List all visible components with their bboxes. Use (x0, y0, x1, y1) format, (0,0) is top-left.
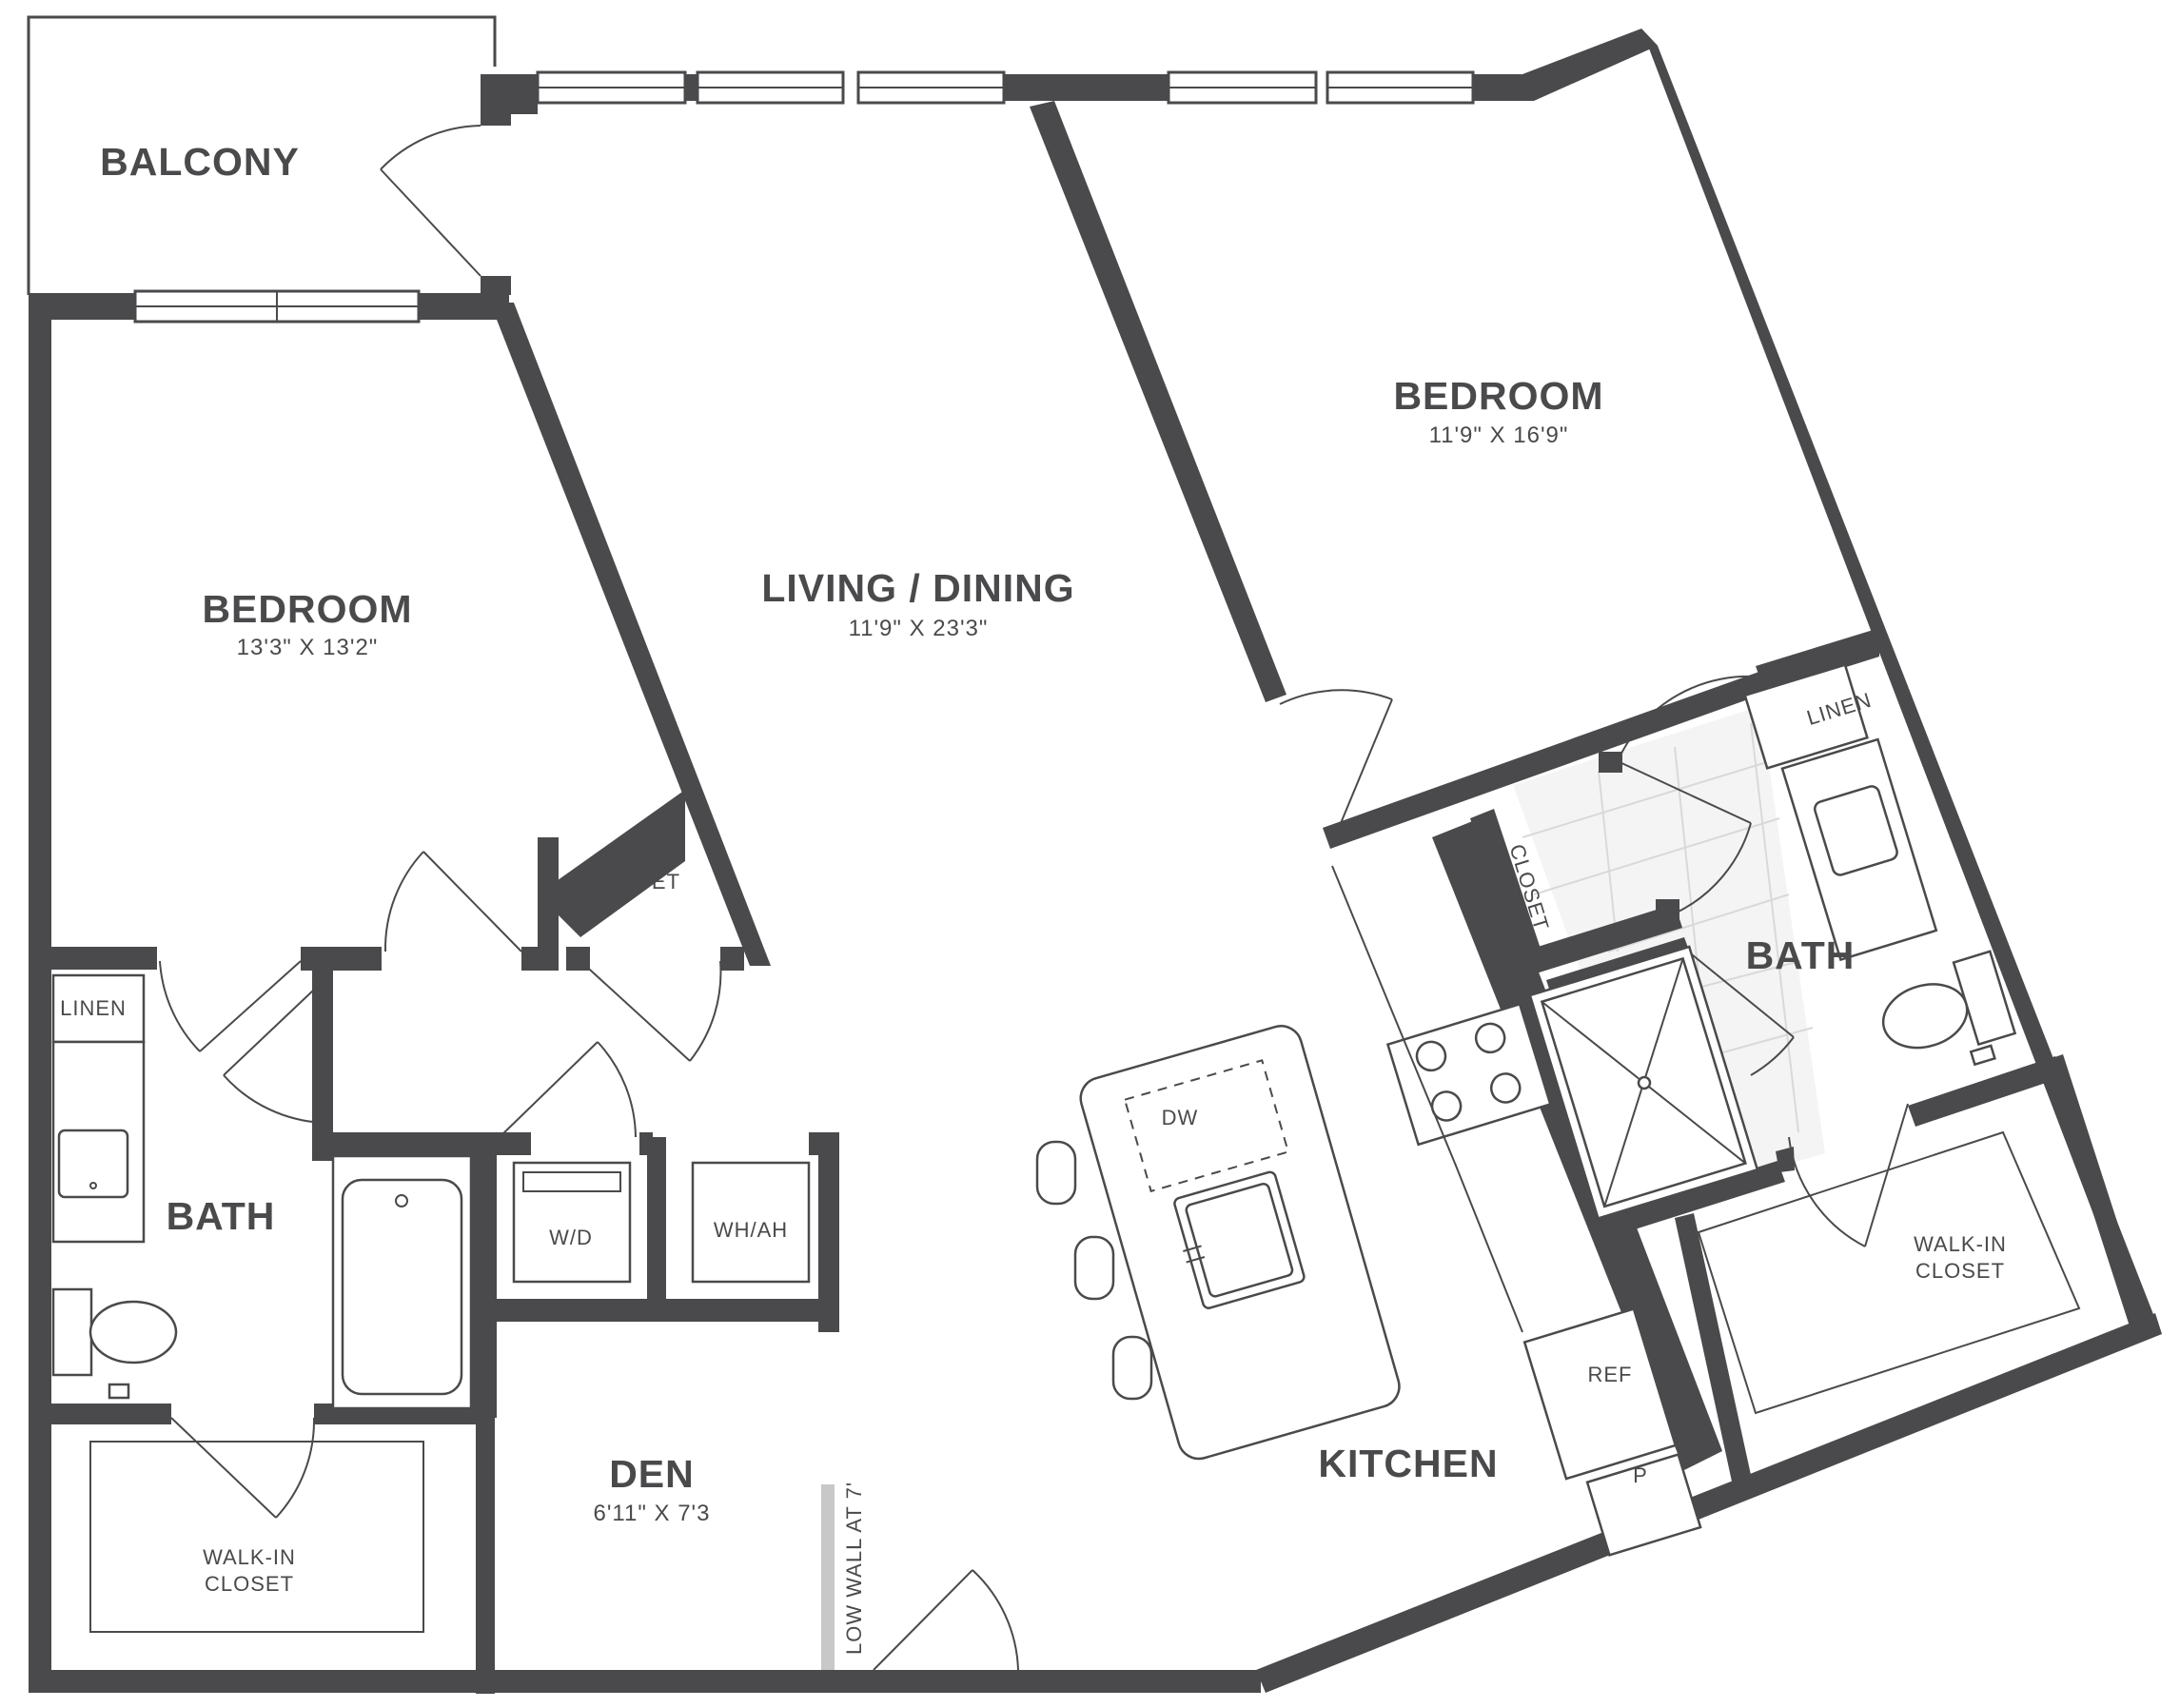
bedroom-right-label: BEDROOM (1393, 374, 1603, 418)
windows (133, 70, 1475, 324)
low-wall-label: LOW WALL AT 7' (842, 1482, 866, 1655)
washer-dryer-label: W/D (549, 1226, 593, 1249)
dishwasher-label: DW (1162, 1106, 1199, 1129)
closet-top-label: CLOSET (591, 870, 680, 893)
living-dining-label: LIVING / DINING (761, 566, 1074, 610)
bath-right-label: BATH (1746, 933, 1856, 977)
room-labels: BALCONY BEDROOM 13'3" X 13'2" LIVING / D… (100, 140, 2007, 1596)
living-dining-size: 11'9" X 23'3" (849, 616, 989, 641)
bedroom-right-size: 11'9" X 16'9" (1429, 422, 1569, 448)
refrigerator-label: REF (1588, 1363, 1633, 1386)
bath-left-label: BATH (167, 1194, 276, 1238)
kitchen-label: KITCHEN (1318, 1442, 1498, 1485)
balcony-label: BALCONY (100, 140, 300, 184)
stools (1035, 1140, 1153, 1401)
pantry-label: P (1633, 1463, 1648, 1487)
water-heater-label: WH/AH (714, 1218, 788, 1242)
bedroom-left-size: 13'3" X 13'2" (237, 635, 379, 660)
linen-left-label: LINEN (60, 996, 127, 1020)
walkin-right-line2: CLOSET (1915, 1259, 2005, 1283)
walkin-right-line1: WALK-IN (1914, 1232, 2007, 1256)
walkin-left-line1: WALK-IN (203, 1545, 296, 1569)
fixtures (51, 663, 2081, 1633)
walkin-left-line2: CLOSET (205, 1572, 294, 1596)
den-label: DEN (609, 1452, 695, 1496)
bedroom-left-label: BEDROOM (202, 587, 412, 631)
doors (159, 125, 1909, 1671)
den-size: 6'11" X 7'3 (594, 1501, 711, 1526)
walls (27, 15, 2162, 1694)
